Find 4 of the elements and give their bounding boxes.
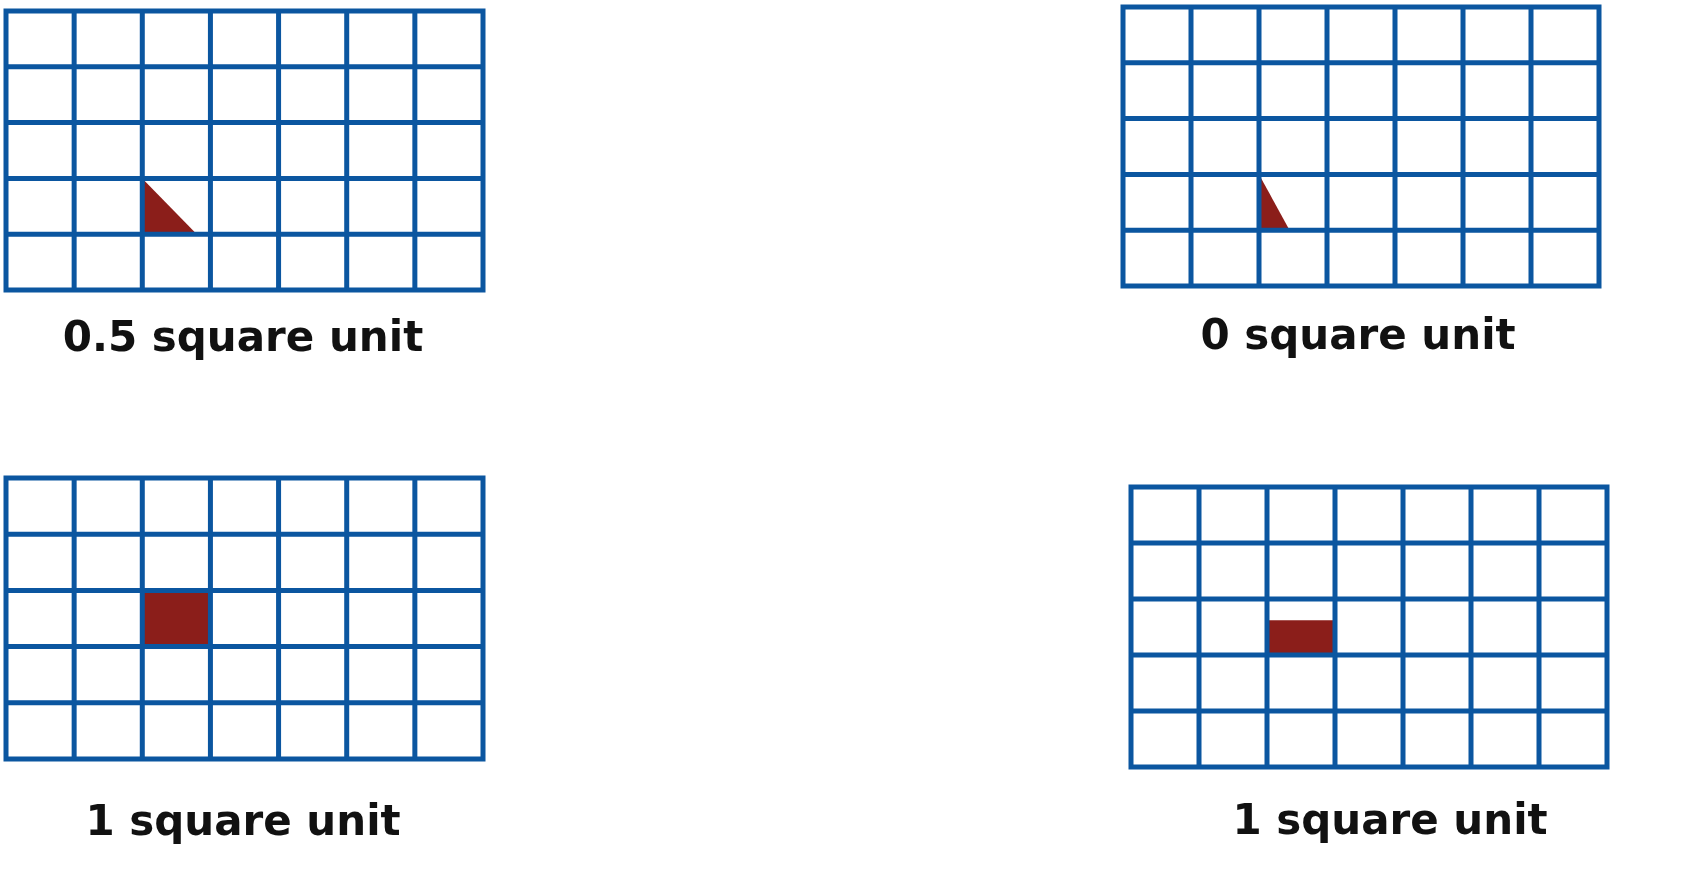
area-label: 0 square unit <box>1200 310 1516 359</box>
area-label: 0.5 square unit <box>62 312 424 361</box>
area-label: 1 square unit <box>85 796 401 845</box>
area-label: 1 square unit <box>1232 795 1548 844</box>
